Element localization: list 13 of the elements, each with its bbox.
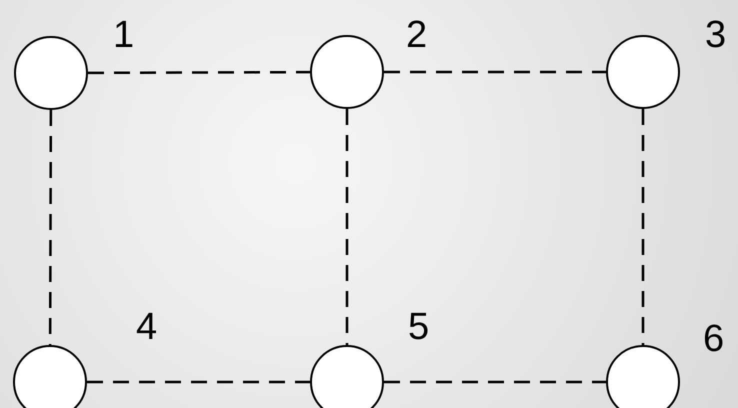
dashed-connector: [642, 109, 644, 345]
dashed-connector: [87, 380, 310, 384]
node-number: 6: [703, 320, 724, 358]
dashed-connector: [384, 70, 606, 74]
dashed-connector: [48, 110, 52, 345]
dashed-connector: [384, 380, 606, 384]
node-number: 3: [705, 16, 726, 54]
node-number: 5: [408, 308, 430, 346]
node-number: 2: [406, 16, 428, 54]
dashed-connector: [346, 109, 348, 345]
node-number: 4: [136, 308, 158, 346]
node-number: 1: [113, 16, 134, 54]
dashed-connector: [88, 70, 310, 74]
